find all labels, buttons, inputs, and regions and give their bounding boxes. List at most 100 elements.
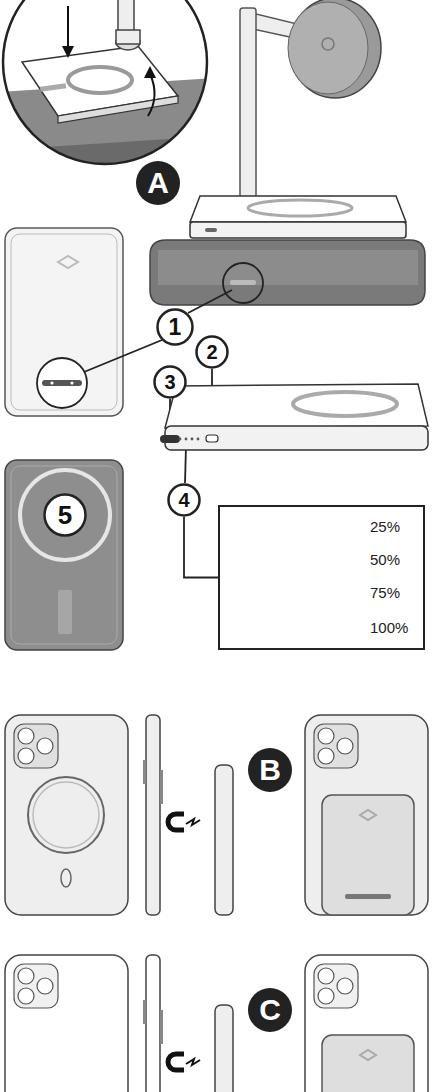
power-bank-side: [179, 438, 182, 441]
charging-stand: [288, 2, 368, 94]
phone-side: [160, 1010, 163, 1044]
phone-back: [28, 777, 104, 853]
power-bank-side: [165, 426, 428, 450]
charging-stand: [248, 200, 352, 216]
phone-with-power-bank: [305, 715, 428, 915]
phone-back: [18, 988, 34, 1004]
phone-side: [146, 715, 160, 915]
phone-with-power-bank: [305, 955, 428, 1092]
phone-back: [5, 715, 128, 915]
phone-with-power-bank: [314, 964, 358, 1008]
callout-number: 1: [169, 316, 182, 339]
phone-side: [143, 715, 163, 915]
phone-with-power-bank: [318, 728, 334, 744]
phone-with-power-bank: [345, 894, 391, 899]
phone-with-power-bank: [322, 1035, 414, 1092]
power-bank-front: [5, 228, 123, 416]
magnet-symbol: [186, 1059, 200, 1065]
zoom-detail: [0, 0, 220, 170]
led-table: 25% 50% 75% 100%: [218, 505, 425, 650]
magnet-symbol: [168, 814, 184, 830]
charging-stand: [223, 263, 263, 303]
phone-back: [37, 738, 53, 754]
zoom-detail: [0, 0, 220, 170]
charging-stand: [230, 280, 256, 285]
badge-circle: [248, 988, 292, 1032]
charging-stand: [150, 240, 425, 305]
phone-with-power-bank: [318, 968, 334, 984]
power-bank-side: [185, 438, 188, 441]
power-bank-front: [50, 381, 53, 384]
power-bank-back: [20, 470, 110, 560]
phone-with-power-bank: [314, 724, 358, 768]
leader-line: [185, 446, 186, 483]
phone-back: [14, 964, 58, 1008]
charge-level: 100%: [370, 620, 408, 635]
callout-number: 3: [153, 365, 187, 399]
phone-back: [5, 715, 128, 915]
charging-stand: [190, 222, 406, 238]
power-bank-side: [191, 438, 194, 441]
phone-with-power-bank: [318, 748, 334, 764]
charging-stand: [240, 8, 256, 208]
callout-number: 2: [195, 335, 229, 369]
power-bank-back: [5, 460, 123, 650]
power-bank-front: [11, 234, 117, 410]
phone-back: [5, 955, 128, 1092]
callout-number: 3: [164, 372, 175, 392]
phone-with-power-bank: [337, 738, 353, 754]
charge-level: 25%: [370, 519, 400, 534]
magnet-symbol: [168, 814, 200, 830]
callout-circle: [158, 310, 193, 345]
charging-stand: [190, 196, 406, 222]
power-bank-side: [293, 392, 397, 416]
power-bank-front: [70, 381, 73, 384]
power-bank-front: [58, 256, 78, 268]
callout-circle: [169, 485, 200, 516]
callout-circle: [155, 367, 186, 398]
charging-stand: [205, 228, 217, 232]
charging-stand: [150, 0, 425, 305]
power-bank-back: [11, 466, 117, 644]
phone-with-power-bank: [337, 978, 353, 994]
badge-circle: [136, 161, 180, 205]
callout-number: 5: [58, 502, 72, 528]
charge-level: 75%: [370, 585, 400, 600]
phone-back: [18, 748, 34, 764]
zoom-detail: [0, 0, 220, 170]
power-bank-side: [165, 384, 428, 428]
power-bank-side: [215, 1005, 233, 1092]
power-bank-side: [160, 384, 428, 450]
zoom-detail: [3, 0, 207, 164]
magnet-symbol: [168, 1054, 200, 1070]
zoom-detail: [116, 30, 140, 44]
phone-back: [18, 968, 34, 984]
zoom-detail: [144, 66, 156, 78]
leader-line: [184, 517, 218, 578]
phone-side: [143, 760, 146, 784]
power-bank-side: [197, 438, 200, 441]
power-bank-side: [215, 1005, 233, 1092]
power-bank-side: [215, 765, 233, 915]
phone-side: [160, 770, 163, 804]
charging-stand: [322, 38, 334, 50]
callout-number: 1: [156, 308, 194, 346]
phone-with-power-bank: [318, 988, 334, 1004]
phone-back: [5, 955, 128, 1092]
magnet-symbol: [168, 1054, 184, 1070]
zoom-detail: [68, 67, 132, 93]
power-bank-side: [206, 435, 218, 442]
power-bank-front: [5, 228, 123, 416]
zoom-detail: [58, 96, 178, 123]
phone-with-power-bank: [305, 715, 428, 915]
charge-level: 50%: [370, 552, 400, 567]
charging-stand: [158, 250, 418, 285]
section-badge: A: [136, 161, 180, 205]
phone-with-power-bank: [360, 810, 376, 820]
phone-side: [143, 1000, 146, 1024]
callout-number: 2: [206, 342, 217, 362]
phone-back: [61, 869, 71, 887]
section-letter: A: [147, 168, 169, 198]
phone-with-power-bank: [322, 795, 414, 915]
